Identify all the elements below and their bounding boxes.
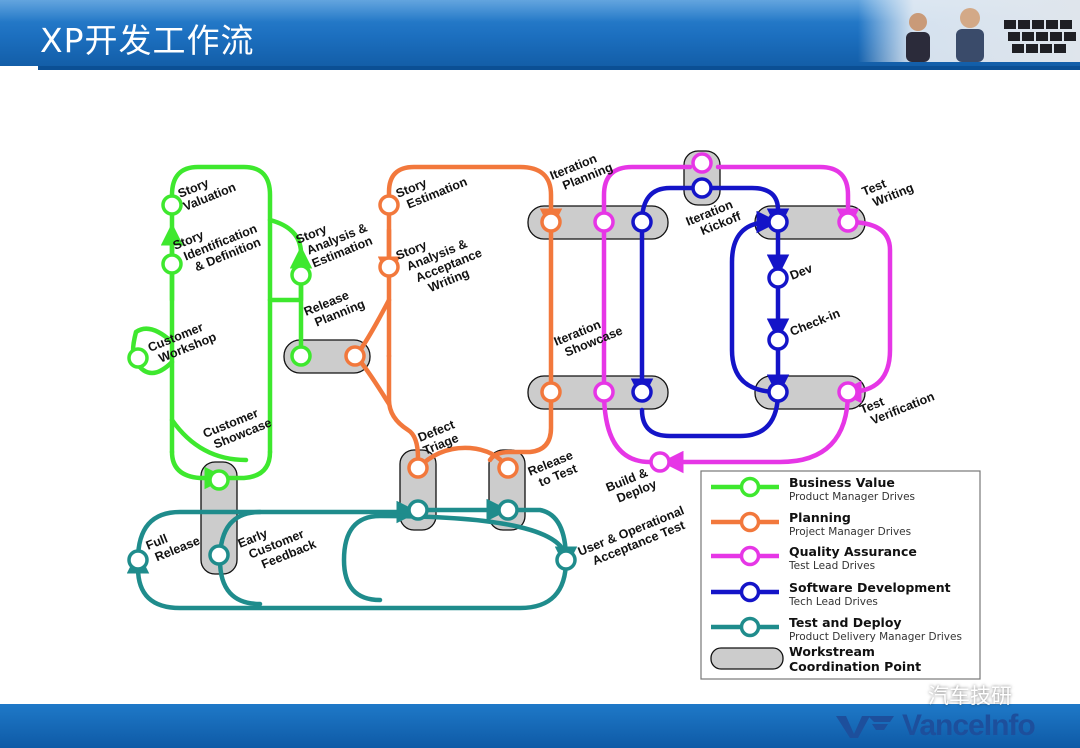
label-uat: User & Operational Acceptance Test xyxy=(576,502,695,572)
label-customer-showcase: Customer Showcase xyxy=(201,403,274,454)
legend-title-software-development: Software Development xyxy=(789,580,951,595)
node-full-release xyxy=(127,549,149,571)
legend-title-planning: Planning xyxy=(789,510,851,525)
label-build-deploy: Build & Deploy xyxy=(604,464,659,508)
node-release-planning-orange xyxy=(344,345,366,367)
label-test-verification: Test Verification xyxy=(858,376,937,429)
label-full-release: Full Release xyxy=(144,521,202,566)
node-check-in xyxy=(767,329,789,351)
legend-sub-quality-assurance: Test Lead Drives xyxy=(788,560,875,572)
node-early-feedback xyxy=(208,544,230,566)
footer-logo-text: VanceInfo xyxy=(902,709,1036,742)
label-story-valuation: Story Valuation xyxy=(176,167,238,214)
node-defect-triage xyxy=(407,457,429,479)
legend-item-planning: Planning Project Manager Drives xyxy=(711,510,911,538)
label-defect-triage: Defect Triage xyxy=(416,416,465,458)
legend-item-test-and-deploy: Test and Deploy Product Delivery Manager… xyxy=(711,615,962,643)
node-qa-iteration-planning xyxy=(593,211,615,233)
node-iteration-kickoff-dev xyxy=(691,177,713,199)
node-story-analysis-acceptance xyxy=(378,256,400,278)
node-defect-triage-deploy xyxy=(407,499,429,521)
legend-title-test-and-deploy: Test and Deploy xyxy=(789,615,902,630)
node-dev-test-verification xyxy=(767,381,789,403)
node-build-deploy xyxy=(649,451,671,473)
slide-header: XP开发工作流 xyxy=(0,0,1080,66)
wechat-icon xyxy=(900,687,921,703)
node-story-identification xyxy=(161,253,183,275)
label-release-planning: Release Planning xyxy=(302,284,367,332)
label-early-feedback: Early Customer Feedback xyxy=(236,511,318,577)
label-story-analysis-acceptance: Story Analysis & Acceptance Writing xyxy=(394,218,493,301)
node-release-to-test-deploy xyxy=(497,499,519,521)
node-story-analysis-estimation xyxy=(290,264,312,286)
node-customer-showcase xyxy=(208,469,230,491)
label-check-in: Check-in xyxy=(788,306,842,339)
legend-item-software-development: Software Development Tech Lead Drives xyxy=(711,580,951,608)
legend-item-business-value: Business Value Product Manager Drives xyxy=(711,475,915,503)
node-iteration-planning xyxy=(540,211,562,233)
node-test-writing xyxy=(837,211,859,233)
legend: Business Value Product Manager Drives Pl… xyxy=(700,470,981,680)
legend-title-quality-assurance: Quality Assurance xyxy=(789,544,917,559)
node-dev-test-writing xyxy=(767,211,789,233)
label-customer-workshop: Customer Workshop xyxy=(146,317,219,368)
label-dev: Dev xyxy=(788,261,815,283)
business-value-flow xyxy=(130,164,313,490)
label-test-writing: Test Writing xyxy=(860,168,916,212)
legend-sub-planning: Project Manager Drives xyxy=(789,526,911,538)
legend-item-quality-assurance: Quality Assurance Test Lead Drives xyxy=(711,544,917,572)
legend-title-coordination-2: Coordination Point xyxy=(789,659,921,674)
node-customer-workshop xyxy=(127,347,149,369)
header-photo-banner xyxy=(858,0,1080,62)
legend-sub-software-development: Tech Lead Drives xyxy=(788,596,878,608)
node-test-verification xyxy=(837,381,859,403)
header-divider xyxy=(38,66,1080,70)
quality-assurance-flow xyxy=(601,164,893,474)
slide-title: XP开发工作流 xyxy=(40,21,255,60)
header-shine xyxy=(0,0,1080,22)
watermark-text: 汽车技研 xyxy=(928,684,1012,708)
node-iteration-showcase xyxy=(540,381,562,403)
legend-box xyxy=(700,470,981,680)
watermark: 汽车技研 xyxy=(900,682,1012,708)
node-release-to-test xyxy=(497,457,519,479)
node-qa-iteration-showcase xyxy=(593,381,615,403)
node-release-planning-green xyxy=(290,345,312,367)
node-dev xyxy=(767,267,789,289)
node-iteration-kickoff-qa xyxy=(691,152,713,174)
footer-bar xyxy=(0,704,1080,748)
node-dev-iteration-showcase xyxy=(631,381,653,403)
vanceinfo-logo-icon xyxy=(836,716,894,738)
legend-sub-test-and-deploy: Product Delivery Manager Drives xyxy=(789,631,962,643)
node-dev-iteration-planning xyxy=(631,211,653,233)
legend-title-business-value: Business Value xyxy=(789,475,895,490)
node-uat xyxy=(555,549,577,571)
node-story-valuation xyxy=(161,194,183,216)
nodes xyxy=(127,152,859,571)
footer-logo: VanceInfo xyxy=(834,708,1036,744)
label-story-analysis-estimation: Story Analysis & Estimation xyxy=(294,206,378,272)
label-iteration-showcase: Iteration Showcase xyxy=(552,311,625,362)
legend-sub-business-value: Product Manager Drives xyxy=(789,491,915,503)
node-story-estimation xyxy=(378,194,400,216)
legend-item-coordination: Workstream Coordination Point xyxy=(710,644,921,674)
label-story-identification: Story Identification & Definition xyxy=(171,207,268,279)
legend-title-coordination-1: Workstream xyxy=(789,644,875,659)
